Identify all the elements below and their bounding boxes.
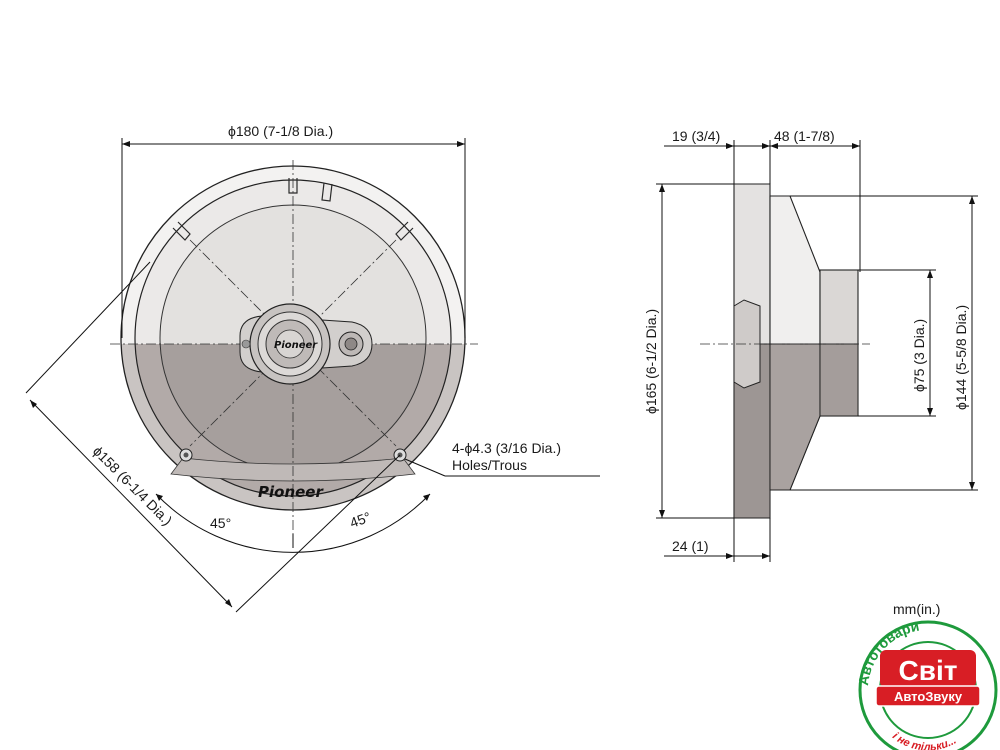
rear-depth-label: 48 (1-7/8)	[774, 128, 835, 144]
side-basket-shaded	[769, 343, 821, 491]
side-view: 19 (3/4) 48 (1-7/8) ϕ165 (6-1/2 Dia.) ϕ7…	[643, 128, 978, 562]
basket-diameter-dimension	[790, 195, 978, 491]
holes-leader	[404, 458, 600, 477]
flange-depth-dimension	[664, 518, 771, 562]
depth-dimensions	[664, 140, 861, 272]
cutout-diameter-dimension	[656, 183, 734, 519]
basket-diameter-label: ϕ144 (5-5/8 Dia.)	[953, 305, 969, 410]
watermark-brand: Світ	[899, 655, 958, 686]
cutout-diameter-label: ϕ165 (6-1/2 Dia.)	[643, 309, 659, 414]
angle-arc	[155, 493, 431, 553]
flange-notches	[172, 178, 414, 241]
front-view: Pioneer Pioneer ϕ180 (7-1/8 Dia.) ϕ158 (…	[25, 123, 600, 613]
flange-depth-label: 24 (1)	[672, 538, 709, 554]
watermark-logo: Автотовари і не тільки... Світ АвтоЗвуку	[855, 618, 998, 750]
holes-spec-label: 4-ϕ4.3 (3/16 Dia.)	[452, 440, 561, 456]
mounting-diameter-label: ϕ158 (6-1/4 Dia.)	[90, 443, 176, 529]
tweeter-assembly	[239, 303, 373, 385]
side-tweeter	[733, 299, 761, 389]
holes-trous-label: Holes/Trous	[452, 457, 527, 473]
units-label: mm(in.)	[893, 601, 940, 617]
magnet-diameter-dimension	[858, 269, 936, 417]
side-magnet-shaded	[819, 343, 859, 417]
outer-diameter-label: ϕ180 (7-1/8 Dia.)	[228, 123, 333, 139]
tweeter-brand-logo: Pioneer	[274, 340, 318, 351]
grille-brand-logo: Pioneer	[258, 483, 324, 501]
mounting-diameter-dimension	[25, 261, 401, 613]
angle-left-label: 45°	[210, 515, 231, 531]
magnet-diameter-label: ϕ75 (3 Dia.)	[911, 319, 927, 392]
outer-diameter-dimension	[121, 138, 466, 338]
angle-right-label: 45°	[348, 509, 373, 531]
watermark-subbrand: АвтоЗвуку	[894, 689, 963, 704]
front-depth-label: 19 (3/4)	[672, 128, 720, 144]
